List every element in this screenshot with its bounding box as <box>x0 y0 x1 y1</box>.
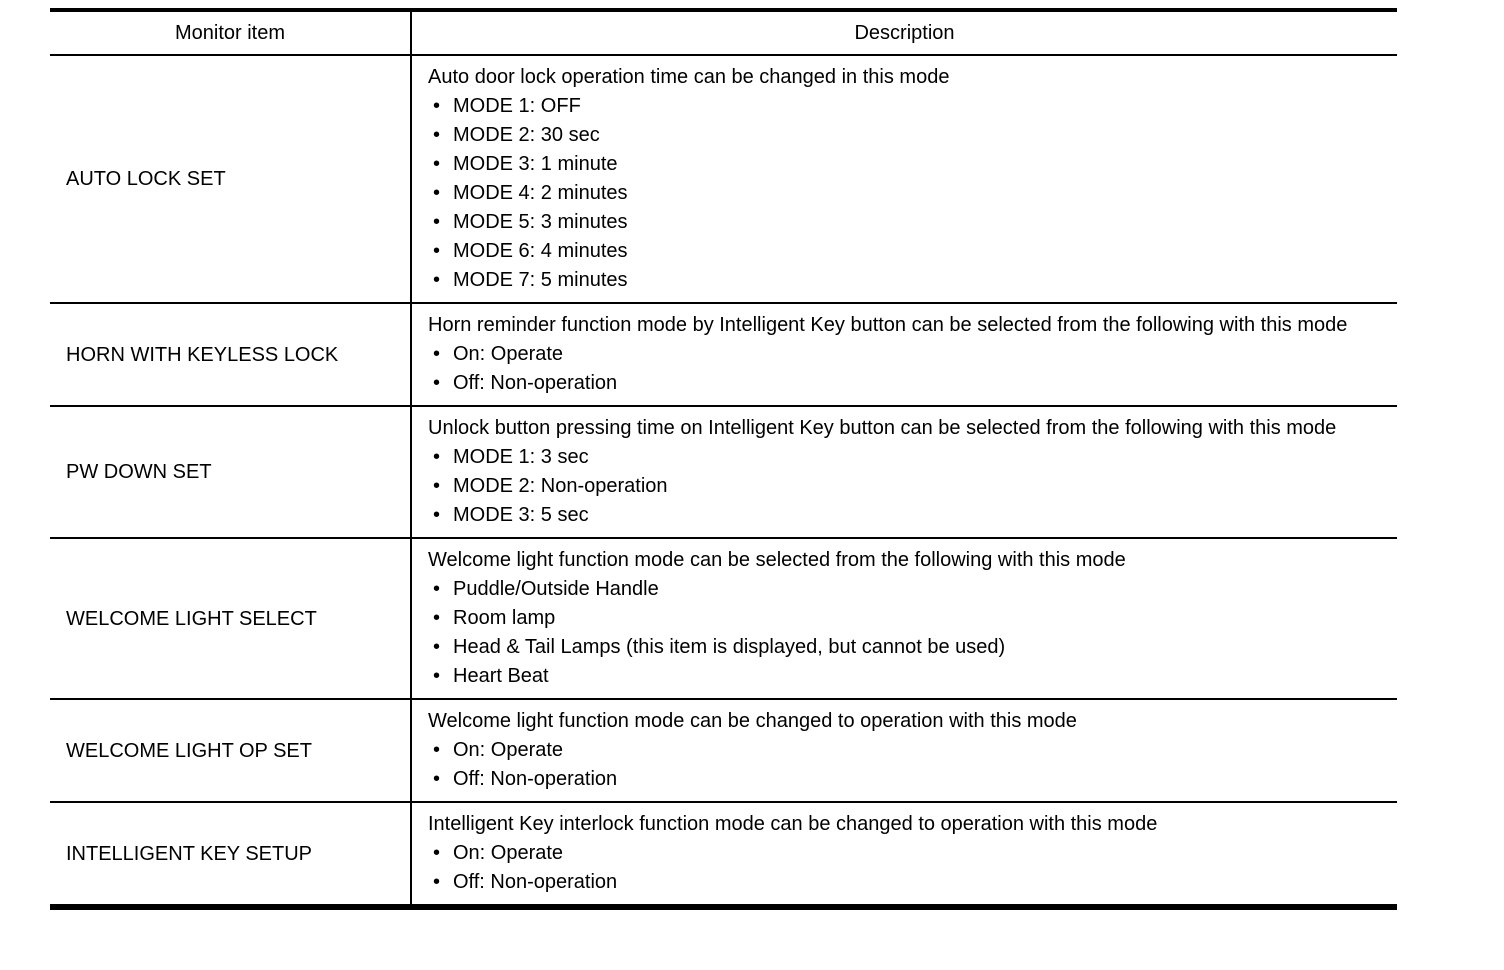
bullet-item: • MODE 1: OFF <box>428 92 1385 121</box>
bullet-icon: • <box>433 504 441 526</box>
column-header-description: Description <box>411 10 1397 56</box>
description-cell: Intelligent Key interlock function mode … <box>411 802 1397 907</box>
table-body: AUTO LOCK SET Auto door lock operation ti… <box>50 55 1397 907</box>
bullet-item: • MODE 3: 5 sec <box>428 501 1385 530</box>
bullet-item: • Off: Non-operation <box>428 868 1385 897</box>
bullet-text: MODE 7: 5 minutes <box>453 269 628 291</box>
table-row: AUTO LOCK SET Auto door lock operation ti… <box>50 55 1397 304</box>
description-intro: Welcome light function mode can be selec… <box>428 549 1126 571</box>
bullet-text: MODE 1: 3 sec <box>453 446 589 468</box>
bullet-text: On: Operate <box>453 739 564 761</box>
bullet-text: Head & Tail Lamps (this item is displaye… <box>453 636 1006 658</box>
table-row: WELCOME LIGHT SELECT Welcome light functi… <box>50 538 1397 700</box>
bullet-text: MODE 5: 3 minutes <box>453 211 628 233</box>
monitor-item-cell: AUTO LOCK SET <box>50 55 412 304</box>
bullet-item: • Heart Beat <box>428 662 1385 691</box>
bullet-item: • MODE 1: 3 sec <box>428 443 1385 472</box>
bullet-item: • MODE 5: 3 minutes <box>428 208 1385 237</box>
bullet-text: Puddle/Outside Handle <box>453 578 659 600</box>
bullet-item: • On: Operate <box>428 340 1385 369</box>
monitor-item-cell: HORN WITH KEYLESS LOCK <box>50 303 412 407</box>
bullet-icon: • <box>433 182 441 204</box>
description-intro: Intelligent Key interlock function mode … <box>428 813 1158 835</box>
bullet-icon: • <box>433 343 441 365</box>
bullet-item: • MODE 7: 5 minutes <box>428 266 1385 295</box>
table-row: HORN WITH KEYLESS LOCK Horn reminder func… <box>50 303 1397 407</box>
description-intro: Unlock button pressing time on Intellige… <box>428 417 1337 439</box>
monitor-item-cell: WELCOME LIGHT SELECT <box>50 538 412 700</box>
bullet-icon: • <box>433 607 441 629</box>
bullet-text: Off: Non-operation <box>453 372 618 394</box>
bullet-item: • Room lamp <box>428 604 1385 633</box>
description-cell: Horn reminder function mode by Intellige… <box>411 303 1397 407</box>
bullet-item: • Head & Tail Lamps (this item is display… <box>428 633 1385 662</box>
bullet-item: • Off: Non-operation <box>428 369 1385 398</box>
bullet-icon: • <box>433 665 441 687</box>
bullet-icon: • <box>433 578 441 600</box>
bullet-text: MODE 4: 2 minutes <box>453 182 628 204</box>
bullet-icon: • <box>433 475 441 497</box>
bullet-item: • On: Operate <box>428 736 1385 765</box>
bullet-text: MODE 2: 30 sec <box>453 124 600 146</box>
bullet-icon: • <box>433 446 441 468</box>
description-cell: Welcome light function mode can be chang… <box>411 699 1397 803</box>
bullet-text: On: Operate <box>453 842 564 864</box>
bullet-item: • MODE 6: 4 minutes <box>428 237 1385 266</box>
bullet-item: • On: Operate <box>428 839 1385 868</box>
description-cell: Auto door lock operation time can be cha… <box>411 55 1397 304</box>
bullet-icon: • <box>433 153 441 175</box>
bullet-icon: • <box>433 372 441 394</box>
bullet-icon: • <box>433 95 441 117</box>
bullet-text: MODE 3: 1 minute <box>453 153 618 175</box>
column-header-monitor-item: Monitor item <box>50 10 412 56</box>
bullet-item: • Puddle/Outside Handle <box>428 575 1385 604</box>
monitor-item-cell: WELCOME LIGHT OP SET <box>50 699 412 803</box>
bullet-text: MODE 3: 5 sec <box>453 504 589 526</box>
monitor-item-cell: PW DOWN SET <box>50 406 412 539</box>
bullet-text: Heart Beat <box>453 665 549 687</box>
description-cell: Welcome light function mode can be selec… <box>411 538 1397 700</box>
bullet-icon: • <box>433 871 441 893</box>
monitor-item-cell: INTELLIGENT KEY SETUP <box>50 802 412 907</box>
description-intro: Welcome light function mode can be chang… <box>428 710 1077 732</box>
description-cell: Unlock button pressing time on Intellige… <box>411 406 1397 539</box>
table-row: WELCOME LIGHT OP SET Welcome light functi… <box>50 699 1397 803</box>
bullet-icon: • <box>433 636 441 658</box>
bullet-text: Off: Non-operation <box>453 871 618 893</box>
bullet-text: Room lamp <box>453 607 556 629</box>
description-intro: Auto door lock operation time can be cha… <box>428 66 950 88</box>
table-header-row: Monitor item Description <box>50 10 1397 56</box>
bullet-item: • Off: Non-operation <box>428 765 1385 794</box>
table-row: PW DOWN SET Unlock button pressing time o… <box>50 406 1397 539</box>
bullet-text: MODE 1: OFF <box>453 95 581 117</box>
bullet-item: • MODE 2: Non-operation <box>428 472 1385 501</box>
bullet-text: MODE 2: Non-operation <box>453 475 668 497</box>
description-intro: Horn reminder function mode by Intellige… <box>428 314 1348 336</box>
bullet-icon: • <box>433 269 441 291</box>
bullet-icon: • <box>433 124 441 146</box>
monitor-item-table: Monitor item Description AUTO LOCK SET Au… <box>50 8 1397 910</box>
bullet-icon: • <box>433 211 441 233</box>
bullet-icon: • <box>433 768 441 790</box>
bullet-icon: • <box>433 739 441 761</box>
bullet-item: • MODE 4: 2 minutes <box>428 179 1385 208</box>
bullet-icon: • <box>433 240 441 262</box>
bullet-text: Off: Non-operation <box>453 768 618 790</box>
bullet-text: MODE 6: 4 minutes <box>453 240 628 262</box>
bullet-icon: • <box>433 842 441 864</box>
bullet-item: • MODE 3: 1 minute <box>428 150 1385 179</box>
bullet-text: On: Operate <box>453 343 564 365</box>
bullet-item: • MODE 2: 30 sec <box>428 121 1385 150</box>
table-row: INTELLIGENT KEY SETUP Intelligent Key int… <box>50 802 1397 907</box>
